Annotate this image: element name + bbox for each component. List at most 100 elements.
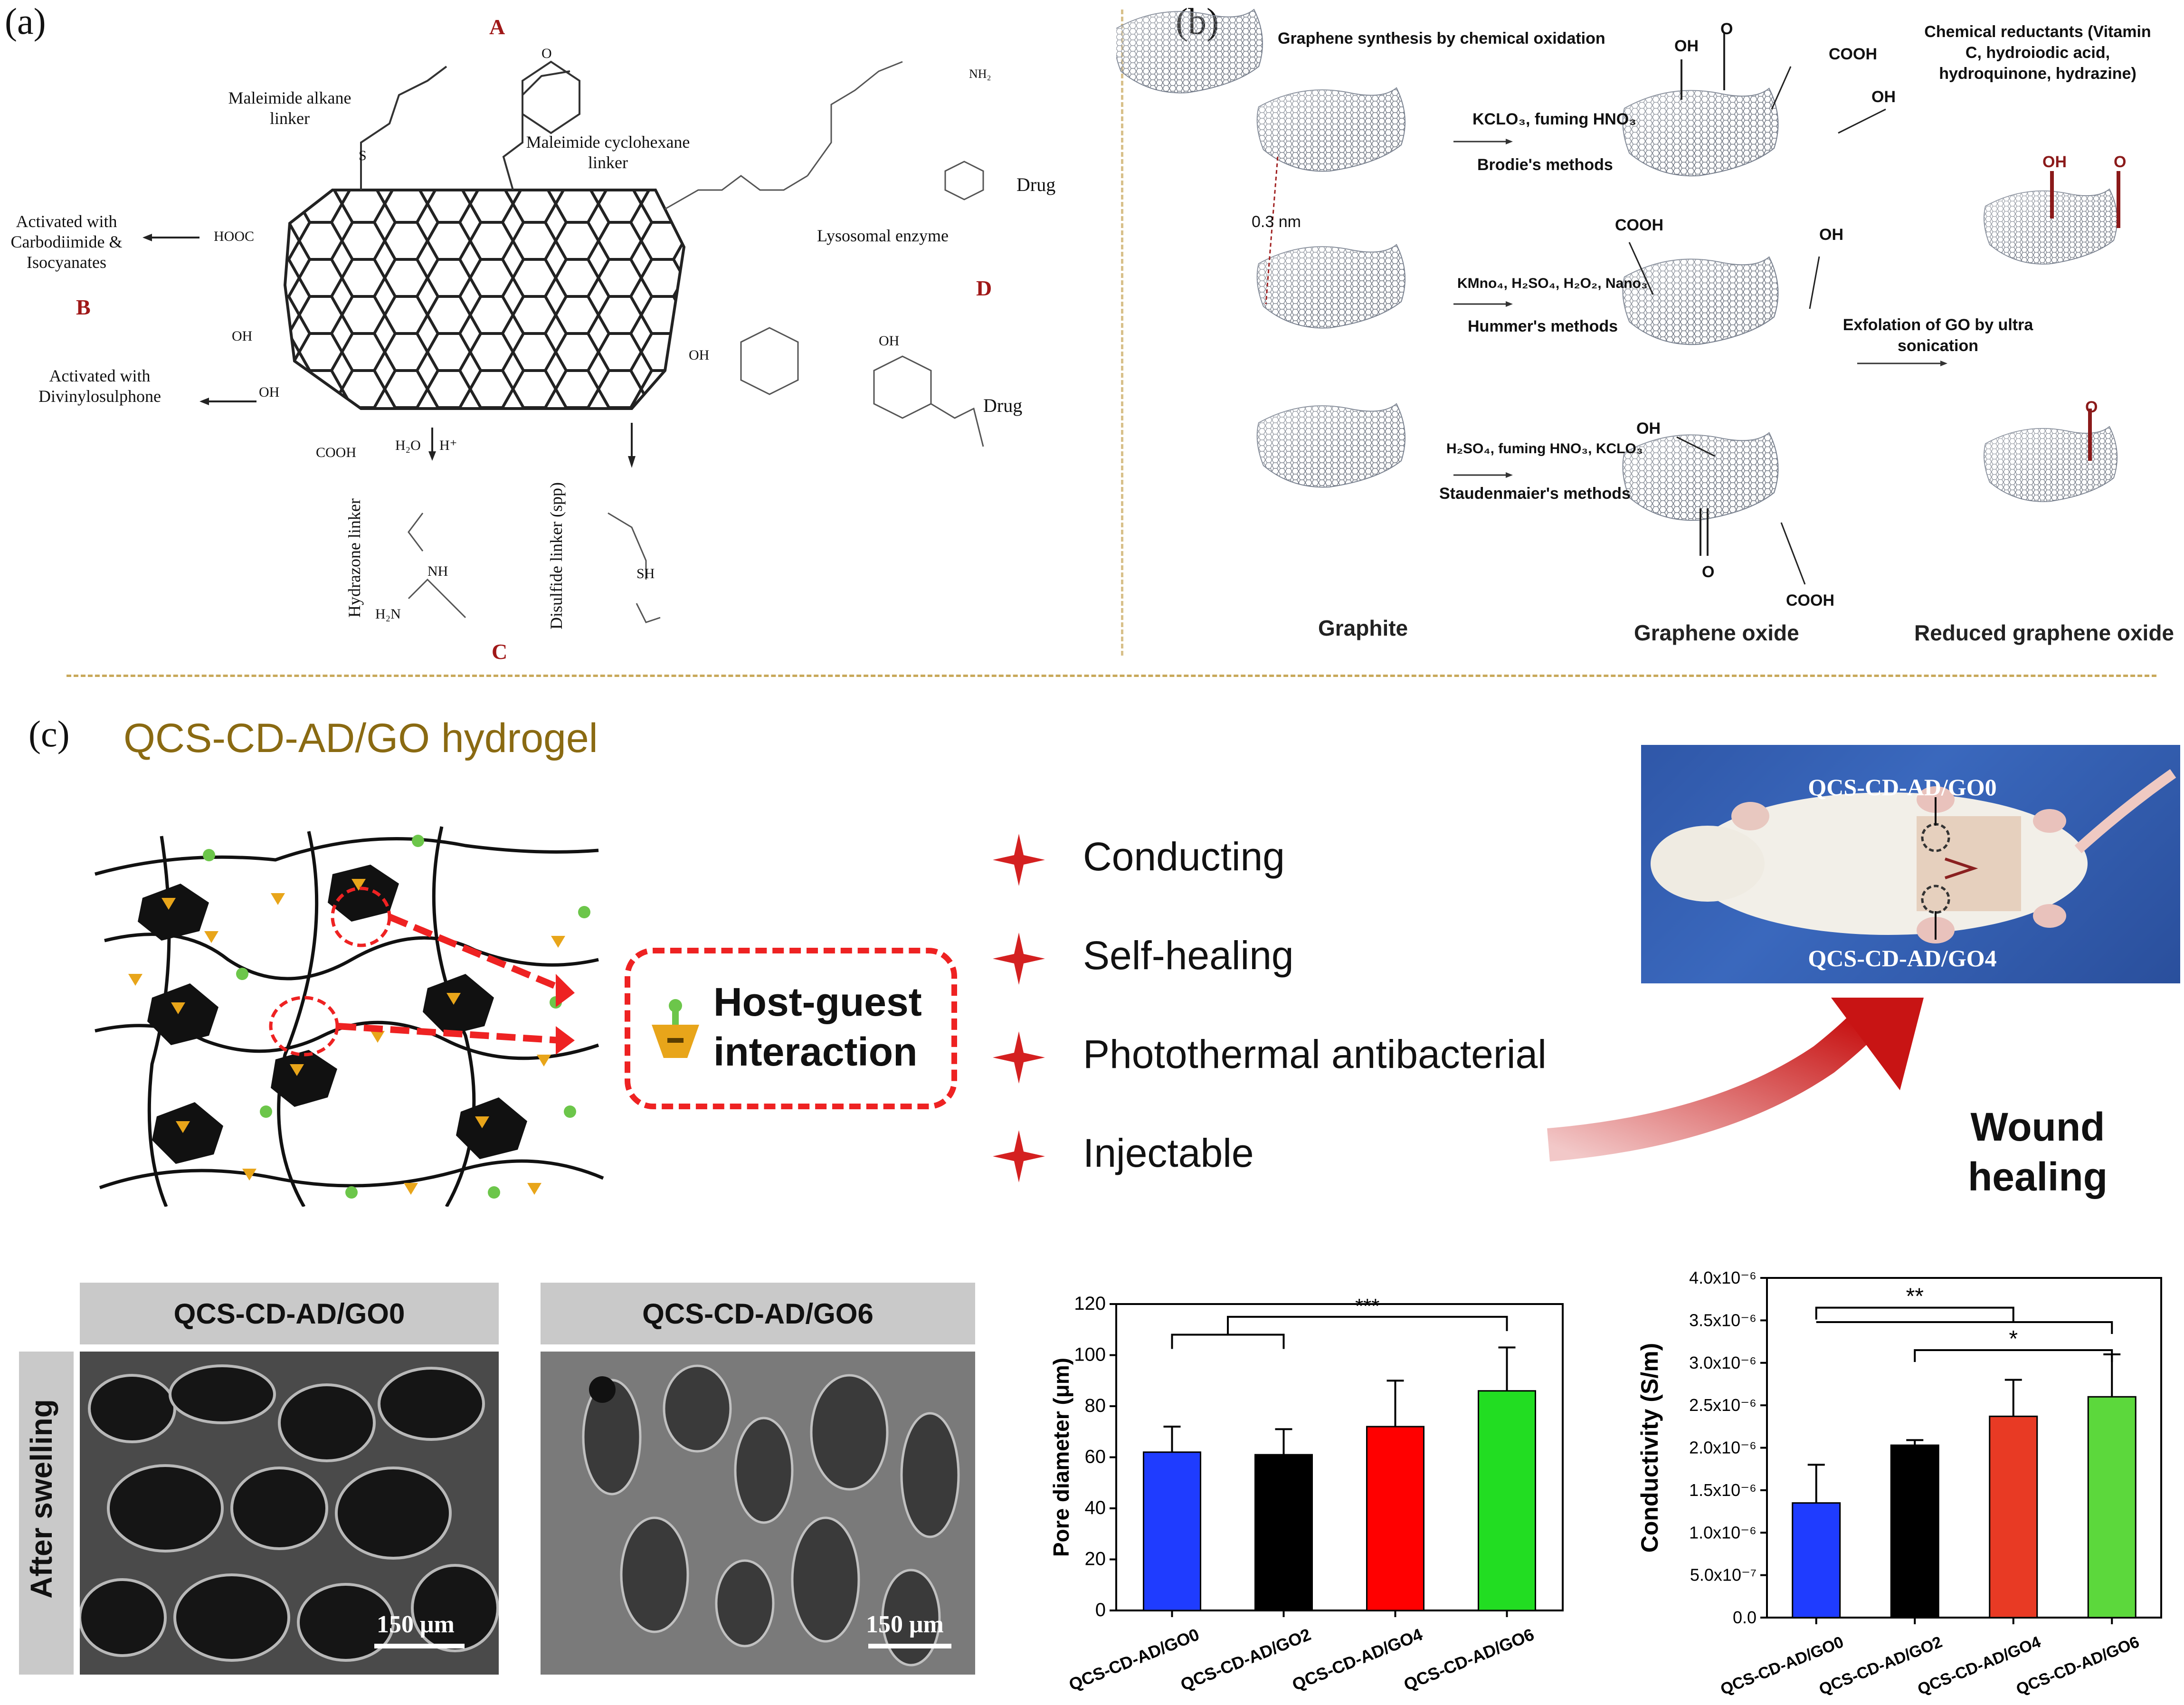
label-b: B <box>76 295 91 319</box>
bar <box>1366 1426 1424 1611</box>
curved-arrow <box>1547 998 1924 1162</box>
oh-right-label: OH <box>689 347 710 363</box>
sem-right-title: QCS-CD-AD/GO6 <box>541 1283 975 1344</box>
y-tick-label: 1.5x10⁻⁶ <box>1689 1480 1757 1500</box>
rgo1-oh: OH <box>2042 153 2067 171</box>
route1-reagent: KCLO₃, fuming HNO₃ <box>1472 110 1636 128</box>
significance-label: * <box>2009 1326 2018 1352</box>
spacing-label: 0.3 nm <box>1252 213 1301 231</box>
synthesis-title: Graphene synthesis by chemical oxidation <box>1278 29 1605 48</box>
bar <box>2087 1396 2137 1619</box>
exfoliation-label: Exfolation of GO by ultra sonication <box>1842 316 2033 355</box>
y-tick-label: 100 <box>1074 1344 1106 1365</box>
significance-bracket <box>1227 1315 1508 1335</box>
rgo2-o: O <box>2085 398 2098 416</box>
y-tick-label: 60 <box>1085 1447 1106 1467</box>
y-tick-label: 2.0x10⁻⁶ <box>1689 1438 1757 1457</box>
host-guest-icon <box>652 999 699 1058</box>
hydrogel-network <box>95 826 604 1207</box>
panel-c-label: (c) <box>28 713 70 754</box>
y-tick-label: 0 <box>1095 1600 1106 1620</box>
route1-method: Brodie's methods <box>1477 156 1613 174</box>
rat-illustration <box>1651 769 2176 943</box>
feature-conducting: Conducting <box>1083 834 1285 879</box>
go3-cooh: COOH <box>1786 591 1834 610</box>
significance-label: ** <box>1906 1284 1924 1309</box>
star-icon <box>993 834 1045 886</box>
bar <box>1143 1451 1201 1611</box>
caption-reduced-go: Reduced graphene oxide <box>1914 620 2175 645</box>
scale-bar-line <box>374 1644 465 1648</box>
scale-bar-line <box>868 1644 951 1648</box>
star-icon <box>993 1130 1045 1182</box>
y-tick-label: 1.0x10⁻⁶ <box>1689 1523 1757 1542</box>
caption-graphite: Graphite <box>1318 616 1408 640</box>
maleimide-cyclohexane-label: Maleimide cyclohexane linker <box>526 133 690 172</box>
h2o-label: H₂O <box>395 438 421 453</box>
graphene-oxide-structure <box>142 60 984 623</box>
hooc-label: HOOC <box>214 229 255 244</box>
significance-bracket <box>1815 1306 2014 1322</box>
disulfide-label: Disulfide linker (spp) <box>547 482 566 629</box>
y-axis-label: Pore diameter (μm) <box>1049 1358 1073 1557</box>
go1-cooh: COOH <box>1829 45 1877 63</box>
go1-o: O <box>1720 20 1733 38</box>
y-tick-label: 120 <box>1074 1293 1106 1314</box>
sem-side-label: After swelling <box>24 1399 58 1599</box>
cooh-label: COOH <box>316 445 357 460</box>
y-tick-label: 2.5x10⁻⁶ <box>1689 1395 1757 1415</box>
lysosomal-label: Lysosomal enzyme <box>817 226 949 245</box>
bar <box>1478 1390 1536 1611</box>
y-tick-label: 3.5x10⁻⁶ <box>1689 1310 1757 1330</box>
oh-bottom-label: OH <box>259 384 280 400</box>
route2-reagent: KMno₄, H₂SO₄, H₂O₂, Nano₃ <box>1457 276 1648 291</box>
y-tick-label: 4.0x10⁻⁶ <box>1689 1268 1757 1287</box>
star-icon <box>993 1031 1045 1084</box>
oh-left-label: OH <box>232 328 253 344</box>
graphene-sheets <box>1116 9 2120 585</box>
h2n-label: H₂N <box>375 606 401 622</box>
nh2-label: NH₂ <box>969 67 991 81</box>
significance-bracket <box>1914 1349 2113 1362</box>
star-icon <box>993 933 1045 985</box>
oh-label: OH <box>879 333 900 349</box>
sem-texture-go6 <box>541 1352 975 1675</box>
go3-o: O <box>1702 563 1715 581</box>
conductivity-chart: 0.0 5.0x10⁻⁷ 1.0x10⁻⁶ 1.5x10⁻⁶ 2.0x10⁻⁶ 2.5x1… <box>1636 1268 2162 1699</box>
route3-reagent: H₂SO₄, fuming HNO₃, KCLO₃ <box>1446 441 1643 457</box>
scale-bar-label-right: 150 μm <box>866 1611 944 1638</box>
y-tick-label: 5.0x10⁻⁷ <box>1690 1565 1757 1585</box>
vertical-divider <box>1121 10 1123 656</box>
significance-bracket <box>1171 1334 1285 1349</box>
rgo1-o: O <box>2114 153 2127 171</box>
reductants-label: Chemical reductants (Vitamin C, hydroiod… <box>1924 23 2151 83</box>
y-tick-label: 20 <box>1085 1549 1106 1570</box>
label-d: D <box>976 276 992 300</box>
activated-carbodiimide-label: Activated with Carbodiimide & Isocyanate… <box>10 212 123 272</box>
go1-oh: OH <box>1674 37 1699 55</box>
go2-oh: OH <box>1819 226 1843 244</box>
bar <box>1890 1444 1939 1619</box>
significance-bracket <box>1816 1321 2113 1334</box>
bar <box>1254 1454 1313 1611</box>
photo-label-top: QCS-CD-AD/GO0 <box>1808 774 1997 800</box>
scale-bar-label-left: 150 μm <box>377 1611 455 1638</box>
y-tick-label: 40 <box>1085 1497 1106 1518</box>
nh-label: NH <box>427 563 448 579</box>
bar <box>1989 1415 2038 1619</box>
y-tick-label: 3.0x10⁻⁶ <box>1689 1353 1757 1372</box>
go2-cooh: COOH <box>1615 216 1663 234</box>
drug1-label: Drug <box>1016 174 1056 195</box>
route2-method: Hummer's methods <box>1468 317 1618 335</box>
y-tick-label: 0.0 <box>1733 1608 1757 1627</box>
sem-side-tab: After swelling <box>19 1352 74 1675</box>
hydrazone-label: Hydrazone linker <box>345 498 364 618</box>
label-a: A <box>489 15 505 39</box>
wound-healing-label: Wound healing <box>1967 1105 2108 1199</box>
photo-label-bottom: QCS-CD-AD/GO4 <box>1808 945 1997 972</box>
feature-photothermal: Photothermal antibacterial <box>1083 1032 1547 1076</box>
drug2-label: Drug <box>983 395 1023 416</box>
go3-oh: OH <box>1636 419 1661 438</box>
horizontal-divider <box>66 675 2156 677</box>
maleimide-alkane-label: Maleimide alkane linker <box>228 88 351 128</box>
